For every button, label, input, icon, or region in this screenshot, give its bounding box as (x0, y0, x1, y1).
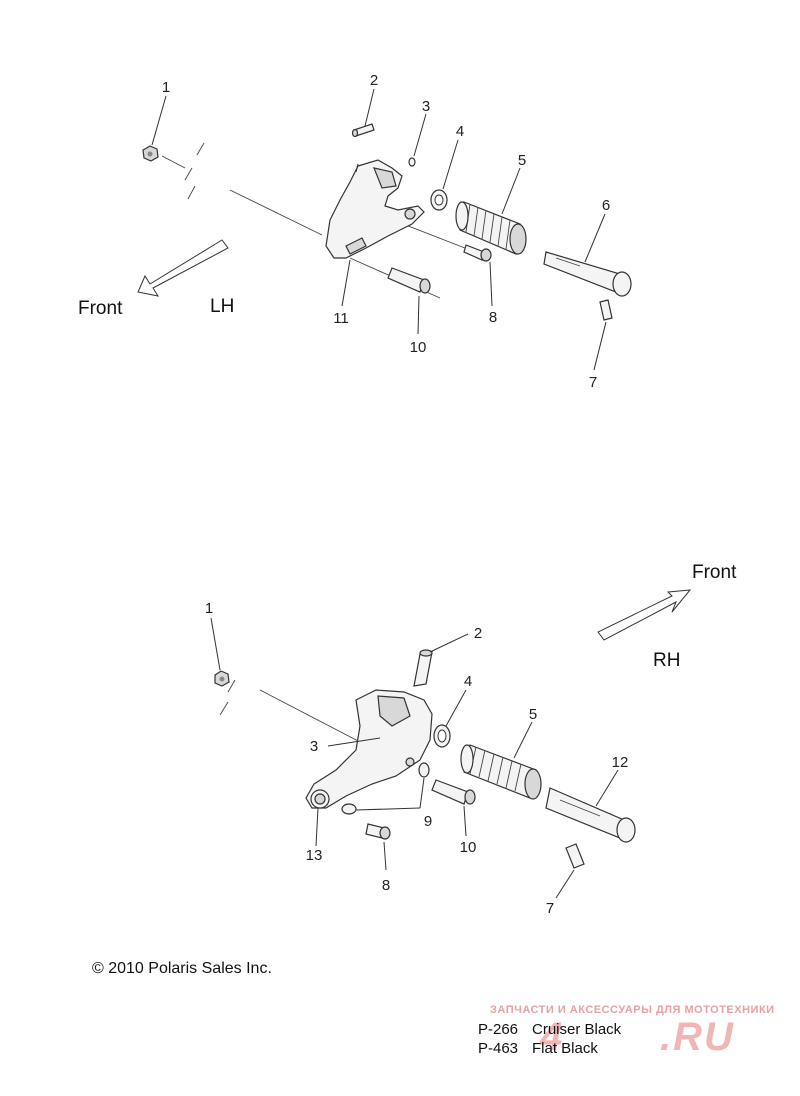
rh-callout-1: 1 (205, 600, 213, 617)
part-10-bolt (387, 267, 431, 294)
rh-assembly (210, 589, 692, 899)
rh-part-1-nut (214, 670, 230, 687)
rh-part-5-rubber (460, 744, 542, 800)
paint-code-2: P-463 (478, 1040, 518, 1057)
rh-callout-7: 7 (546, 900, 554, 917)
lh-callout-3: 3 (422, 98, 430, 115)
lh-callout-6: 6 (602, 197, 610, 214)
part-7-pin (599, 299, 613, 321)
lh-callout-10: 10 (410, 339, 427, 356)
watermark: ЗАПЧАСТИ И АКСЕССУАРЫ ДЛЯ МОТОТЕХНИКИ 4 … (490, 1004, 775, 1059)
part-5-rubber (455, 201, 527, 255)
part-4-washer (430, 189, 448, 211)
rh-part-12-peg (545, 787, 636, 843)
rh-callout-4: 4 (464, 673, 472, 690)
lh-side-label: LH (210, 296, 234, 317)
rh-callout-3: 3 (310, 738, 318, 755)
lh-callout-5: 5 (518, 152, 526, 169)
rh-part-4-washer (433, 724, 451, 748)
rh-callout-2: 2 (474, 625, 482, 642)
watermark-brand-prefix: 4 (539, 1015, 564, 1059)
lh-callout-8: 8 (489, 309, 497, 326)
watermark-brand-suffix: .RU (660, 1015, 735, 1059)
lh-assembly (137, 88, 632, 371)
rh-part-7-pin (565, 843, 585, 869)
front-arrow-rh (597, 589, 692, 641)
rh-callout-9: 9 (424, 813, 432, 830)
paint-codes: P-266 Cruiser Black P-463 Flat Black (478, 1021, 622, 1057)
lh-callout-7: 7 (589, 374, 597, 391)
part-3-clip (408, 157, 416, 167)
rh-callout-8: 8 (382, 877, 390, 894)
rh-part-13-bracket (305, 689, 433, 809)
part-2-pin (351, 123, 375, 138)
lh-callout-11: 11 (333, 310, 349, 327)
rh-side-label: RH (653, 650, 680, 671)
part-6-peg (543, 251, 632, 297)
lh-callout-2: 2 (370, 72, 378, 89)
rh-callout-12: 12 (612, 754, 629, 771)
rh-part-8-bolt (365, 823, 391, 840)
part-11-bracket (325, 159, 425, 259)
paint-code-1: P-266 (478, 1021, 518, 1038)
rh-part-10-bolt (431, 779, 476, 805)
lh-front-label: Front (78, 298, 123, 319)
paint-name-1: Cruiser Black (532, 1021, 622, 1038)
rh-part-9-washers (341, 762, 430, 815)
rh-callout-10: 10 (460, 839, 477, 856)
paint-name-2: Flat Black (532, 1040, 598, 1057)
copyright-text: © 2010 Polaris Sales Inc. (92, 960, 272, 977)
lh-callout-1: 1 (162, 79, 170, 96)
rh-front-label: Front (692, 562, 737, 583)
part-1-nut (142, 145, 159, 162)
rh-callout-13: 13 (306, 847, 323, 864)
part-8-bolt (463, 244, 492, 262)
lh-callout-4: 4 (456, 123, 464, 140)
front-arrow-lh (137, 239, 229, 297)
rh-callout-5: 5 (529, 706, 537, 723)
watermark-tagline: ЗАПЧАСТИ И АКСЕССУАРЫ ДЛЯ МОТОТЕХНИКИ (490, 1004, 775, 1016)
rh-part-2-pin (413, 649, 433, 687)
